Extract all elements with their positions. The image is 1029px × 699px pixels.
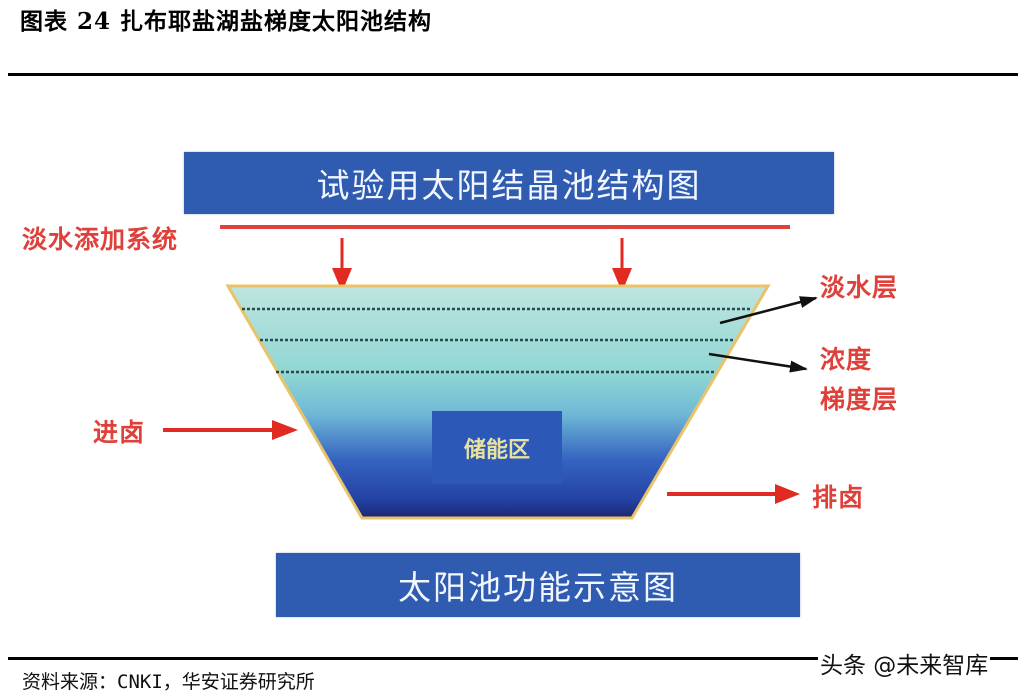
freshwater-down-arrow-left xyxy=(332,238,352,292)
label-brine-inlet: 进卤 xyxy=(93,418,146,447)
label-gradient-layer-line2: 梯度层 xyxy=(820,385,899,414)
label-gradient-layer-line1: 浓度 xyxy=(820,345,873,374)
title-rule xyxy=(8,73,1018,76)
solar-pond-body xyxy=(225,284,771,520)
label-freshwater-system: 淡水添加系统 xyxy=(22,225,179,254)
watermark: 头条 @未来智库 xyxy=(818,646,991,680)
freshwater-layer-pointer xyxy=(719,296,818,325)
bottom-banner: 太阳池功能示意图 xyxy=(276,553,800,617)
label-brine-outlet: 排卤 xyxy=(812,483,865,512)
brine-inlet-arrow xyxy=(163,420,298,440)
brine-outlet-arrow xyxy=(667,484,800,504)
gradient-layer-pointer xyxy=(708,352,808,373)
source-rule xyxy=(8,657,1018,660)
storage-zone-box xyxy=(432,411,562,484)
freshwater-down-arrow-right xyxy=(612,238,632,292)
source-note: 资料来源：CNKI，华安证券研究所 xyxy=(22,671,315,693)
label-freshwater-layer: 淡水层 xyxy=(820,273,899,302)
figure-title: 图表 24 扎布耶盐湖盐梯度太阳池结构 xyxy=(20,8,433,35)
top-banner: 试验用太阳结晶池结构图 xyxy=(184,152,834,214)
label-storage-zone: 储能区 xyxy=(463,437,530,463)
